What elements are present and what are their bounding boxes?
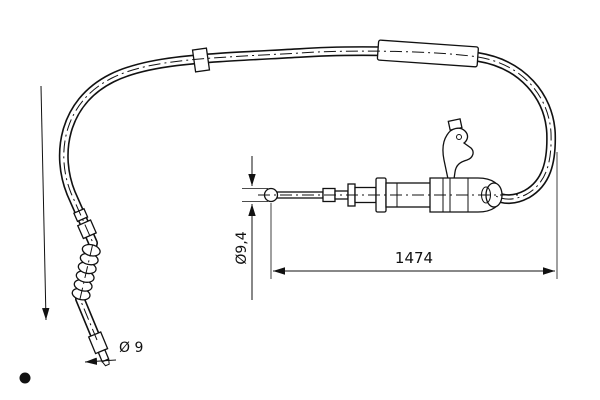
overall-length-label: 1474 — [395, 249, 433, 267]
end-diameter-label: Ø 9 — [119, 340, 143, 356]
lever-arm — [442, 127, 474, 180]
dimension-overall-length: 1474 — [270, 152, 558, 279]
crimp-ferrules — [73, 207, 98, 240]
top-sleeve — [376, 39, 479, 68]
pointer-arrow — [40, 85, 50, 321]
brand-dot — [19, 372, 31, 384]
top-collar — [191, 47, 211, 73]
dimension-end-diameter: Ø 9 — [84, 340, 143, 365]
dimension-ball-diameter: Ø9,4 — [234, 156, 268, 300]
lever-bracket — [429, 118, 503, 213]
centerlines — [63, 50, 552, 341]
ball-diameter-label: Ø9,4 — [234, 231, 250, 264]
cable-end-fitting — [87, 331, 110, 367]
